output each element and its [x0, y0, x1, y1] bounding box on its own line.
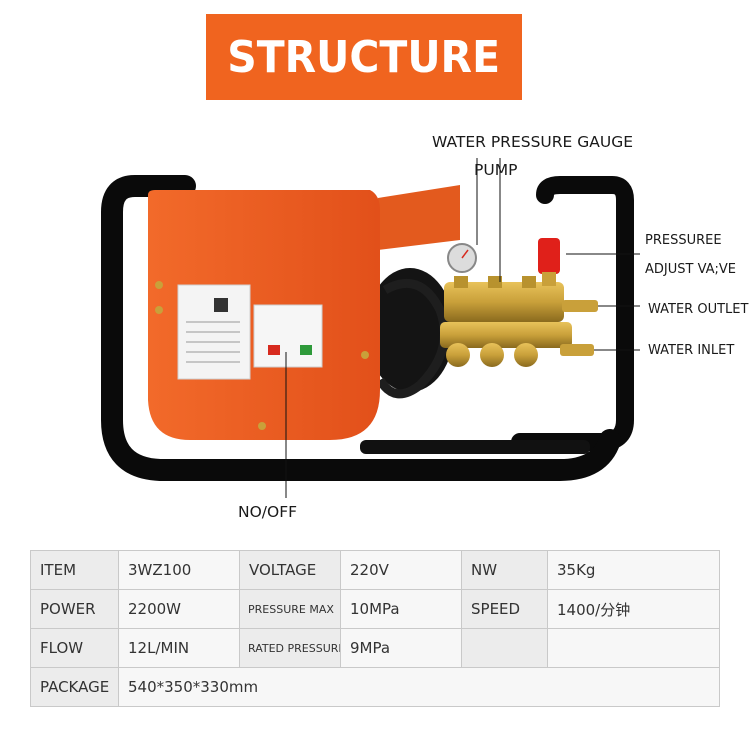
bolt [361, 351, 369, 359]
spec-key: PRESSURE MAX [239, 589, 341, 629]
banner-title: STRUCTURE [227, 31, 501, 83]
frame-base-bar [360, 440, 590, 454]
brass-valve [480, 343, 504, 367]
brass-valve [514, 343, 538, 367]
off-button[interactable] [268, 345, 280, 355]
table-row: ITEM 3WZ100 VOLTAGE 220V NW 35Kg [30, 550, 720, 590]
spec-value: 1400/分钟 [547, 589, 720, 629]
spec-value: 540*350*330mm [118, 667, 720, 707]
spec-key: FLOW [30, 628, 119, 668]
spec-value-empty [547, 628, 720, 668]
control-panel [253, 304, 323, 368]
spec-value: 9MPa [340, 628, 462, 668]
spec-value: 3WZ100 [118, 550, 240, 590]
water-inlet-fitting [560, 344, 594, 356]
qr-code [214, 298, 228, 312]
water-pressure-gauge-label: WATER PRESSURE GAUGE [432, 133, 634, 151]
spec-key: POWER [30, 589, 119, 629]
spec-value: 2200W [118, 589, 240, 629]
on-off-label: NO/OFF [238, 503, 298, 521]
spec-key: NW [461, 550, 548, 590]
spec-key: PACKAGE [30, 667, 119, 707]
water-outlet-label: WATER OUTLET [648, 302, 749, 317]
spec-value: 12L/MIN [118, 628, 240, 668]
spec-value: 10MPa [340, 589, 462, 629]
pressure-adjust-valve [538, 238, 560, 274]
bolt [155, 306, 163, 314]
bolt [258, 422, 266, 430]
table-row: FLOW 12L/MIN RATED PRESSURE 9MPa [30, 628, 720, 668]
spec-key: RATED PRESSURE [239, 628, 341, 668]
spec-key-empty [461, 628, 548, 668]
brass-manifold [440, 322, 572, 348]
table-row: PACKAGE 540*350*330mm [30, 667, 720, 707]
spec-table: ITEM 3WZ100 VOLTAGE 220V NW 35Kg POWER 2… [30, 550, 720, 707]
bolt [155, 281, 163, 289]
spec-key: SPEED [461, 589, 548, 629]
pressure-washer-image [101, 158, 640, 498]
spec-value: 35Kg [547, 550, 720, 590]
motor-top [378, 185, 460, 250]
table-row: POWER 2200W PRESSURE MAX 10MPa SPEED 140… [30, 589, 720, 629]
on-button[interactable] [300, 345, 312, 355]
pressure-adjust-label-line1: PRESSUREE [645, 233, 722, 248]
water-inlet-label: WATER INLET [648, 343, 735, 358]
structure-banner: STRUCTURE [206, 14, 522, 100]
spec-key: VOLTAGE [239, 550, 341, 590]
brass-pump-head [444, 282, 564, 322]
spec-key: ITEM [30, 550, 119, 590]
pressure-adjust-label-line2: ADJUST VA;VE [645, 262, 737, 277]
spec-value: 220V [340, 550, 462, 590]
brass-valve [446, 343, 470, 367]
water-outlet-fitting [562, 300, 598, 312]
pump-label: PUMP [474, 161, 518, 179]
frame-front [101, 175, 621, 481]
